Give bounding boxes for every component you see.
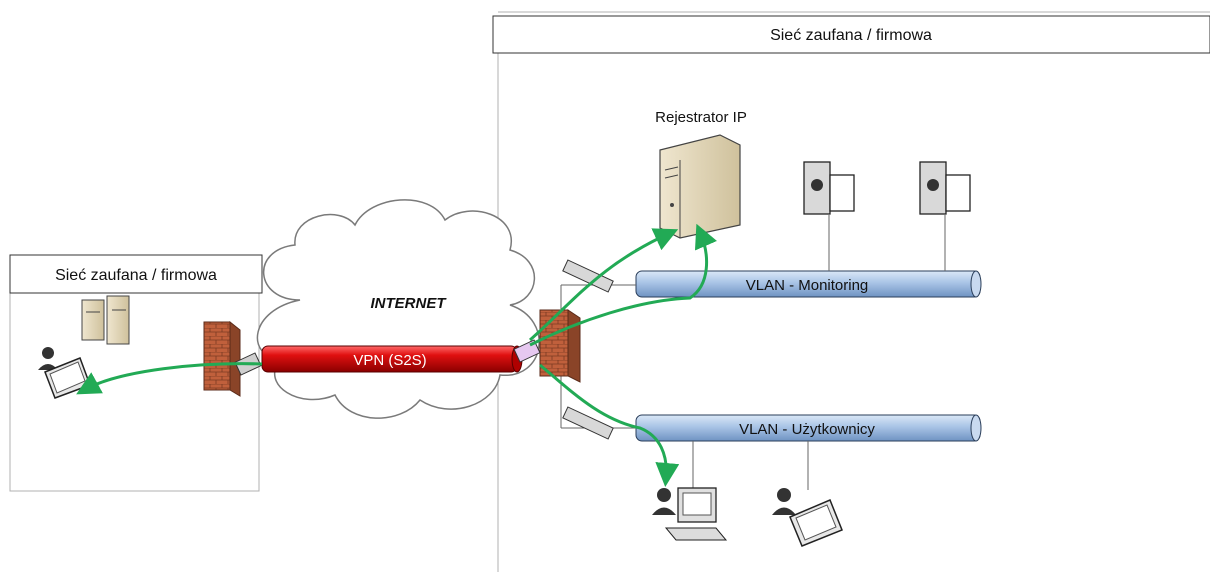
vpn-label: VPN (S2S)	[353, 352, 426, 369]
vlan-users: VLAN - Użytkownicy	[635, 414, 982, 442]
firewall-icon	[203, 320, 241, 397]
connector-lines	[560, 215, 946, 490]
switch-icon	[562, 259, 614, 293]
vlan-monitoring: VLAN - Monitoring	[635, 270, 982, 298]
cloud-icon: INTERNET	[256, 199, 540, 419]
camera-icon	[803, 161, 855, 215]
laptop-user-icon	[772, 488, 843, 547]
corporate-zone-title: Sieć zaufana / firmowa	[770, 27, 932, 44]
vlan-monitoring-label: VLAN - Monitoring	[746, 277, 869, 294]
switch-icon	[562, 406, 614, 440]
desktop-user-icon	[652, 487, 728, 541]
traffic-flows	[76, 223, 717, 487]
corporate-zone: Sieć zaufana / firmowa	[492, 11, 1210, 572]
internet-label: INTERNET	[371, 295, 448, 312]
server-icon	[81, 295, 130, 345]
server-icon	[659, 134, 741, 239]
remote-zone-title: Sieć zaufana / firmowa	[55, 267, 217, 284]
router-icon	[513, 339, 541, 363]
vlan-users-label: VLAN - Użytkownicy	[739, 421, 875, 438]
camera-icon	[919, 161, 971, 215]
vpn-tunnel: VPN (S2S)	[261, 345, 523, 373]
recorder-label: Rejestrator IP	[655, 109, 747, 126]
